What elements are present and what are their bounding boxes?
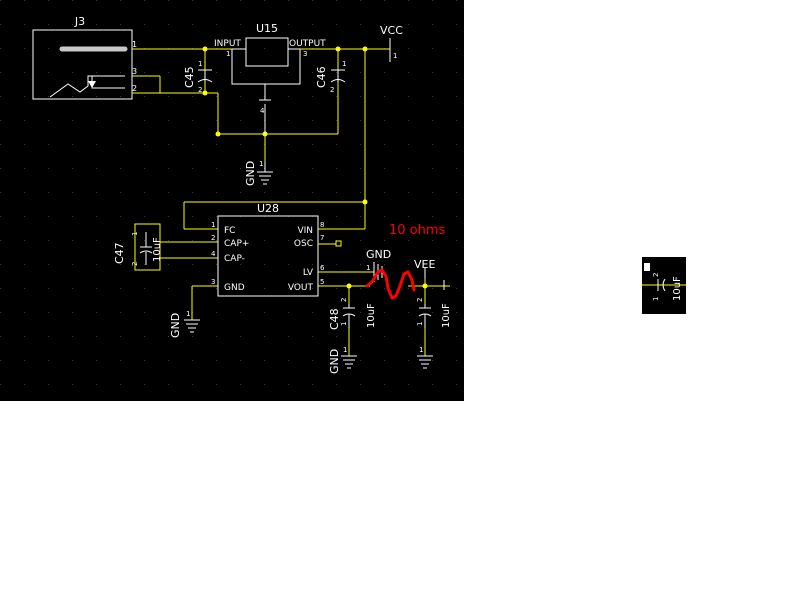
- converter-u28[interactable]: U28 FC CAP+ CAP- GND VIN OSC LV VOUT 1 2…: [211, 202, 325, 297]
- connector-j3-pin-3: 3: [132, 67, 137, 76]
- capacitor-c45[interactable]: [197, 69, 213, 83]
- ground-lv-pin: 1: [366, 264, 370, 272]
- converter-u28-pin-8: 8: [320, 221, 324, 229]
- ground-symbol-c49[interactable]: [417, 355, 433, 369]
- ground-lv-label: GND: [366, 248, 391, 261]
- ground-c48-label: GND: [328, 349, 341, 374]
- converter-osc-pin-box: [335, 240, 342, 247]
- converter-u28-lv: LV: [303, 268, 314, 278]
- connector-j3[interactable]: J3 1 3 2: [32, 15, 137, 100]
- capacitor-c47-value: 10uF: [152, 237, 163, 262]
- power-vee[interactable]: VEE: [414, 258, 435, 278]
- schematic-wires: [132, 38, 450, 356]
- capacitor-c49[interactable]: [418, 304, 432, 328]
- capacitor-c46[interactable]: [330, 69, 346, 83]
- converter-u28-vout: VOUT: [288, 283, 314, 293]
- capacitor-c47-ref: C47: [113, 242, 126, 264]
- power-vcc[interactable]: VCC 1: [380, 24, 403, 62]
- capacitor-c46-pin-1: 1: [342, 60, 346, 68]
- resistor-annotation-squiggle: [365, 268, 416, 300]
- converter-u28-pin-7: 7: [320, 234, 324, 242]
- capacitor-c46-pin-2: 2: [330, 86, 334, 94]
- capacitor-c45-ref: C45: [183, 66, 196, 88]
- converter-u28-pin-1: 1: [211, 221, 215, 229]
- regulator-u15[interactable]: U15 INPUT OUTPUT 1 3 4: [214, 22, 326, 134]
- capacitor-c49-value: 10uF: [441, 303, 452, 328]
- converter-u28-vin: VIN: [297, 226, 313, 236]
- capacitor-c49-pin-2: 2: [416, 298, 424, 302]
- regulator-u15-pin-in: 1: [226, 50, 230, 58]
- power-vcc-pin: 1: [393, 52, 397, 60]
- capacitor-c47-pin-1: 1: [131, 232, 139, 236]
- converter-u28-ref: U28: [257, 202, 279, 215]
- regulator-u15-input-label: INPUT: [214, 39, 241, 49]
- regulator-u15-pin-out: 3: [303, 50, 307, 58]
- ground-mid-label: GND: [169, 313, 182, 338]
- resistor-annotation-label: 10 ohms: [389, 223, 446, 238]
- capacitor-c48-pin-2: 2: [340, 298, 348, 302]
- capacitor-c47-pin-2: 2: [131, 262, 139, 266]
- capacitor-c45-pin-2: 2: [198, 86, 202, 94]
- connector-j3-ref: J3: [74, 15, 85, 28]
- capacitor-c48-pin-1: 1: [340, 322, 348, 326]
- capacitor-c49-pin-1: 1: [416, 322, 424, 326]
- converter-u28-cap-minus: CAP-: [224, 254, 245, 264]
- converter-u28-fc: FC: [224, 226, 235, 236]
- detached-capacitor-value: 10uF: [672, 276, 683, 301]
- detached-capacitor-pin-2: 2: [652, 273, 660, 277]
- converter-u28-osc: OSC: [294, 239, 313, 249]
- converter-u28-gnd: GND: [224, 283, 245, 293]
- capacitor-c46-ref: C46: [315, 66, 328, 88]
- ground-symbol-mid[interactable]: [184, 319, 200, 333]
- converter-u28-pin-3: 3: [211, 278, 215, 286]
- power-vee-label: VEE: [414, 258, 435, 271]
- schematic-canvas[interactable]: J3 1 3 2: [0, 0, 464, 401]
- regulator-u15-output-label: OUTPUT: [289, 39, 326, 49]
- connector-j3-pin-1: 1: [132, 40, 137, 49]
- ground-c49-pin: 1: [419, 346, 423, 354]
- ground-c48-pin: 1: [343, 346, 347, 354]
- regulator-u15-ref: U15: [256, 22, 278, 35]
- ground-symbol-top[interactable]: [257, 162, 273, 185]
- ground-mid-pin: 1: [186, 310, 190, 318]
- converter-u28-pin-2: 2: [211, 234, 215, 242]
- power-vcc-label: VCC: [380, 24, 403, 37]
- detached-capacitor-pin-1: 1: [652, 297, 660, 301]
- regulator-u15-pin-gnd: 4: [260, 107, 265, 115]
- converter-u28-pin-4: 4: [211, 250, 216, 258]
- ground-top-label: GND: [244, 161, 257, 186]
- detached-capacitor-fragment[interactable]: 2 1 10uF: [642, 257, 686, 314]
- capacitor-c48-value: 10uF: [366, 303, 377, 328]
- capacitor-c45-pin-1: 1: [198, 60, 202, 68]
- ground-top-pin: 1: [259, 160, 263, 168]
- converter-u28-pin-6: 6: [320, 264, 325, 272]
- converter-u28-pin-5: 5: [320, 278, 324, 286]
- wire-junctions: [202, 46, 428, 289]
- capacitor-c47[interactable]: [134, 223, 161, 271]
- connector-j3-pin-2: 2: [132, 84, 137, 93]
- converter-u28-cap-plus: CAP+: [224, 239, 249, 249]
- ground-symbol-c48[interactable]: [341, 355, 357, 369]
- capacitor-c48[interactable]: [342, 304, 356, 328]
- capacitor-c48-ref: C48: [328, 308, 341, 330]
